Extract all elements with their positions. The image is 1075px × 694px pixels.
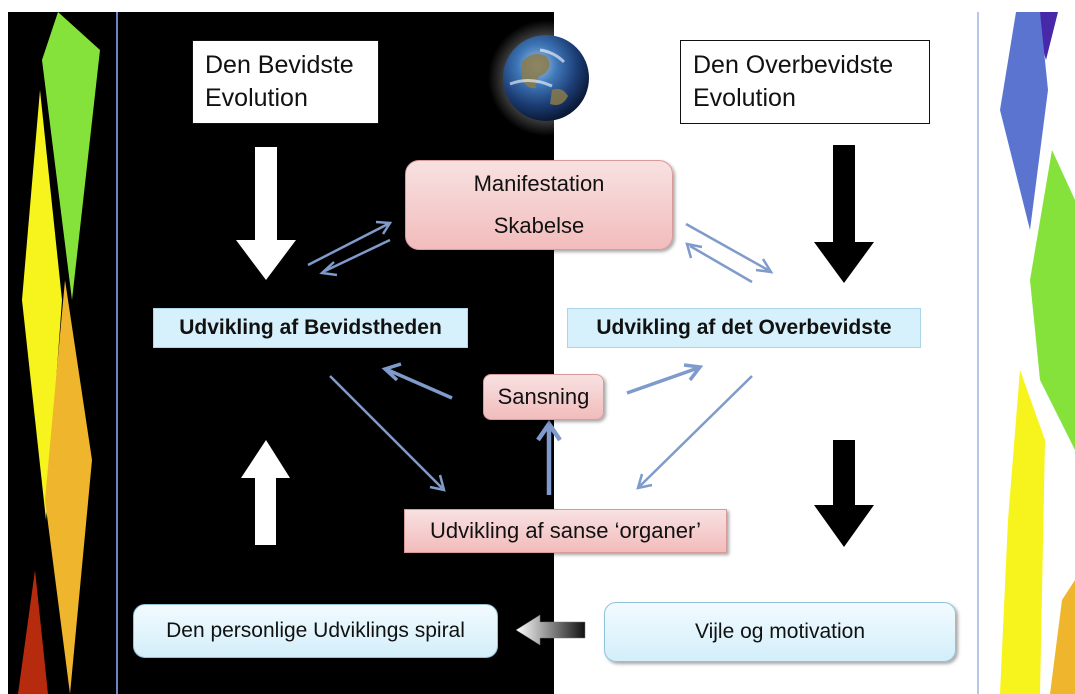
thin-arrows (307, 220, 774, 495)
manifestation-box: Manifestation Skabelse (405, 160, 673, 250)
right-stripe-green (1030, 150, 1075, 450)
frame-top-border (0, 0, 1075, 12)
arrowhead-to-manifestation (375, 220, 393, 235)
will-motivation-label: Vijle og motivation (694, 620, 866, 643)
white-up-arrow (241, 440, 290, 545)
personal-spiral-label: Den personlige Udviklings spiral (166, 619, 465, 642)
arrowhead-right-to-organs (636, 473, 653, 490)
arrowhead-to-manifestation-right (685, 242, 703, 259)
arrow-to-manifestation-right (689, 244, 753, 284)
manifestation-line2: Skabelse (493, 213, 585, 238)
dark-panel (118, 12, 554, 694)
black-down-arrow-bottom (814, 440, 874, 547)
sense-organs-box: Udvikling af sanse ‘organer’ (404, 509, 727, 553)
right-stripe-yellow (1000, 370, 1045, 694)
arrow-left-to-organs (329, 375, 443, 489)
superconscious-evolution-line1: Den Overbevidste (693, 51, 894, 79)
white-down-arrow (236, 147, 296, 280)
arrow-sansning-to-left (387, 368, 453, 400)
left-stripe-red (18, 570, 48, 694)
black-down-arrow-top (814, 145, 874, 283)
arrow-right-to-organs (639, 375, 753, 487)
will-motivation-box: Vijle og motivation (604, 602, 956, 662)
conscious-evolution-line2: Evolution (205, 84, 308, 112)
conscious-evolution-box: Den Bevidste Evolution (192, 40, 379, 124)
earth-land (522, 54, 568, 105)
superconscious-development-label: Udvikling af det Overbevidste (567, 308, 921, 348)
superconscious-evolution-box: Den Overbevidste Evolution (680, 40, 930, 124)
sense-organs-label: Udvikling af sanse ‘organer’ (429, 518, 702, 543)
shaded-left-arrow (515, 614, 586, 646)
conscious-evolution-line1: Den Bevidste (205, 51, 354, 79)
arrowhead-left-to-organs (429, 474, 446, 492)
arrowhead-sansning-to-left (381, 362, 402, 382)
arrow-from-manifestation-right (685, 222, 769, 272)
earth-clouds (509, 48, 566, 88)
earth-globe-icon (503, 35, 589, 121)
sansning-box: Sansning (483, 374, 604, 420)
left-stripe-green (42, 12, 100, 300)
personal-spiral-box: Den personlige Udviklings spiral (133, 604, 498, 658)
arrowhead-from-manifestation-right (755, 258, 774, 274)
superconscious-evolution-line2: Evolution (693, 84, 796, 112)
right-stripe-orange (1050, 580, 1075, 694)
right-stripe-blue (1000, 12, 1048, 230)
arrowhead-sansning-to-right (683, 363, 704, 382)
consciousness-development-label: Udvikling af Bevidstheden (153, 308, 468, 348)
arrow-sansning-to-right (626, 366, 699, 395)
arrow-to-manifestation (307, 222, 389, 267)
light-panel (554, 12, 978, 694)
left-stripe-yellow (22, 90, 62, 520)
arrow-from-manifestation-left (324, 238, 391, 273)
arrowhead-organs-to-sansning (536, 420, 562, 442)
arrowhead-from-manifestation-left (319, 261, 338, 277)
left-stripe-orange (45, 280, 92, 694)
manifestation-line1: Manifestation (473, 171, 605, 196)
sansning-label: Sansning (497, 384, 590, 409)
